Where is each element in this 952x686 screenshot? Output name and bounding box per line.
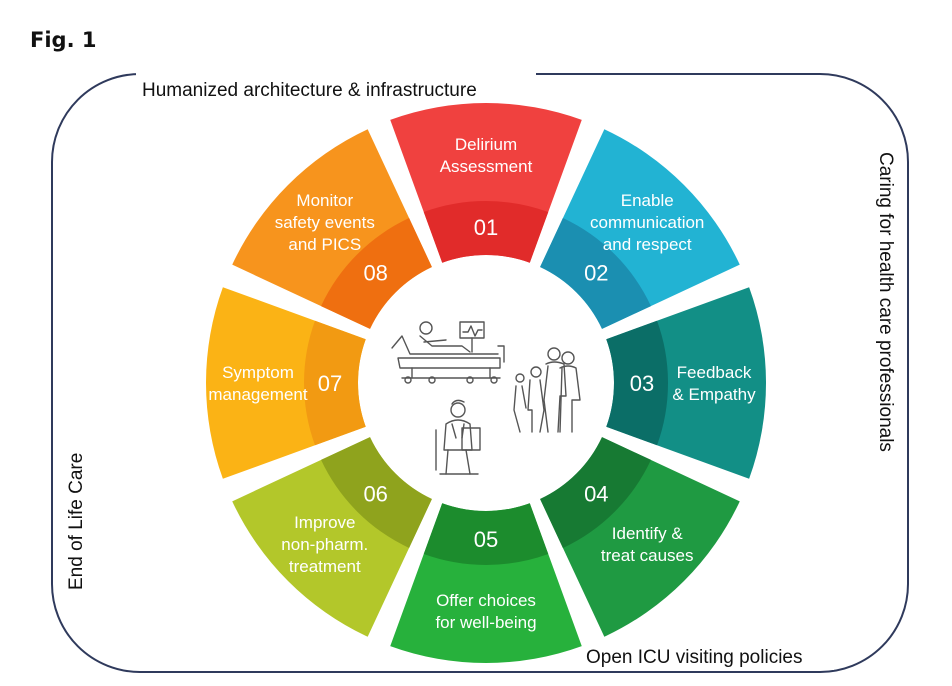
top-label-bg bbox=[136, 66, 536, 90]
segment-02-label-line: Enable bbox=[621, 191, 674, 210]
segment-03-label: Feedback & Empathy bbox=[672, 363, 756, 404]
segment-05-label-line: for well-being bbox=[435, 613, 536, 632]
segment-08-label-line: Monitor bbox=[296, 191, 353, 210]
segment-03-number: 03 bbox=[630, 371, 654, 396]
right-label-bg bbox=[870, 150, 900, 500]
segment-05-inner-band bbox=[423, 503, 549, 566]
segment-04-label-line: Identify & bbox=[612, 524, 684, 543]
segment-07-label-line: management bbox=[208, 385, 308, 404]
segment-03-label-line: & Empathy bbox=[672, 385, 756, 404]
segment-08-label-line: safety events bbox=[275, 213, 375, 232]
hospital-bed-icon bbox=[391, 321, 505, 384]
segment-04-number: 04 bbox=[584, 481, 608, 506]
side-label-left: End of Life Care bbox=[66, 453, 87, 590]
segment-08: 08 Monitor safety events and PICS bbox=[232, 129, 432, 329]
segment-06-label-line: Improve bbox=[294, 513, 355, 532]
segment-05-label-line: Offer choices bbox=[436, 591, 536, 610]
segment-06-number: 06 bbox=[363, 481, 387, 506]
segment-01-number: 01 bbox=[474, 215, 498, 240]
segment-01-label-line: Assessment bbox=[440, 157, 533, 176]
segment-08-inner-band bbox=[321, 218, 432, 329]
side-label-right: Caring for health care professionals bbox=[875, 152, 896, 452]
figure-label: Fig. 1 bbox=[30, 28, 97, 52]
segment-02-label: Enable communication and respect bbox=[590, 191, 704, 254]
segment-07: 07 Symptom management bbox=[205, 287, 366, 479]
segment-07-inner-band bbox=[304, 320, 366, 446]
segment-07-label: Symptom management bbox=[208, 363, 308, 404]
segment-02-inner-band bbox=[540, 218, 651, 329]
side-label-bottom: Open ICU visiting policies bbox=[586, 647, 802, 668]
segment-02-label-line: communication bbox=[590, 213, 704, 232]
segment-06-label-line: non-pharm. bbox=[281, 535, 368, 554]
side-label-top: Humanized architecture & infrastructure bbox=[142, 80, 477, 101]
segment-04-inner-band bbox=[540, 437, 651, 548]
segment-08-label: Monitor safety events and PICS bbox=[275, 191, 375, 254]
segment-03-inner-band bbox=[606, 320, 668, 446]
segment-02-label-line: and respect bbox=[603, 235, 692, 254]
segment-03-label-line: Feedback bbox=[677, 363, 752, 382]
family-icon bbox=[513, 347, 581, 433]
segment-08-number: 08 bbox=[363, 261, 387, 286]
segment-03: 03 Feedback & Empathy bbox=[606, 287, 766, 479]
bottom-label-bg bbox=[580, 644, 834, 670]
segment-06-label-line: treatment bbox=[289, 557, 361, 576]
segment-06-inner-band bbox=[321, 437, 432, 548]
left-label-bg bbox=[58, 430, 88, 596]
segment-02-number: 02 bbox=[584, 261, 608, 286]
segment-07-number: 07 bbox=[318, 371, 342, 396]
segment-04-label-line: treat causes bbox=[601, 546, 694, 565]
segment-01-label-line: Delirium bbox=[455, 135, 517, 154]
segment-02: 02 Enable communication and respect bbox=[540, 129, 740, 329]
segment-04-label: Identify & treat causes bbox=[601, 524, 694, 565]
doctor-icon bbox=[435, 399, 481, 475]
segment-05-label: Offer choices for well-being bbox=[435, 591, 536, 632]
segment-05-number: 05 bbox=[474, 527, 498, 552]
segment-06-label: Improve non-pharm. treatment bbox=[281, 513, 368, 576]
segment-07-label-line: Symptom bbox=[222, 363, 294, 382]
segment-08-label-line: and PICS bbox=[288, 235, 361, 254]
segment-01-inner-band bbox=[423, 200, 549, 263]
